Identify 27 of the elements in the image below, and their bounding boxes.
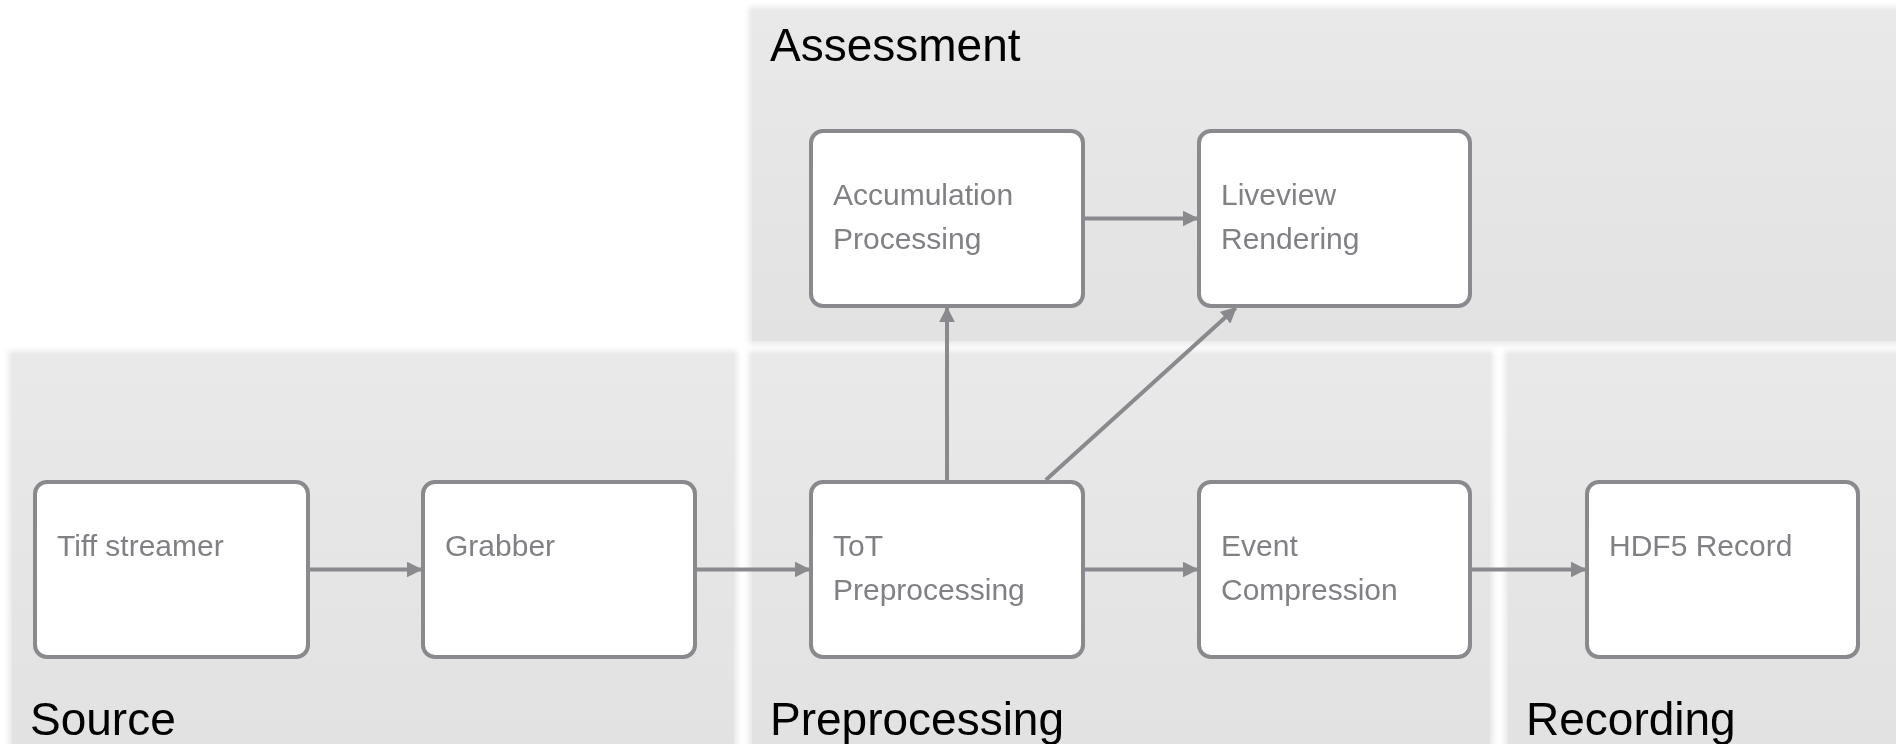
group-panel (12, 354, 734, 744)
group-panel (1508, 354, 1896, 744)
arrow (1472, 561, 1587, 578)
group-panel (752, 10, 1896, 341)
process-box (1197, 480, 1472, 659)
box-label: Tiff streamer (57, 528, 225, 564)
process-box (809, 480, 1085, 659)
arrow (1044, 306, 1238, 482)
group-panel (752, 354, 1490, 744)
arrow (1085, 561, 1199, 578)
box-label: HDF5 Record (1609, 528, 1794, 564)
process-box (1197, 129, 1472, 308)
box-label: Grabber (445, 528, 557, 564)
box-label: ToT Preprocessing (833, 528, 1026, 608)
arrow (1085, 210, 1199, 227)
process-box (421, 480, 697, 659)
group-title: Assessment (770, 22, 1021, 68)
process-box (809, 129, 1085, 308)
group-title: Source (30, 696, 176, 742)
box-label: Accumulation Processing (833, 177, 1015, 257)
arrow (939, 306, 955, 480)
arrow (310, 561, 423, 578)
arrow (697, 561, 811, 578)
box-label: Event Compression (1221, 528, 1399, 608)
box-label: Liveview Rendering (1221, 177, 1361, 257)
process-box (1585, 480, 1860, 659)
process-box (33, 480, 310, 659)
